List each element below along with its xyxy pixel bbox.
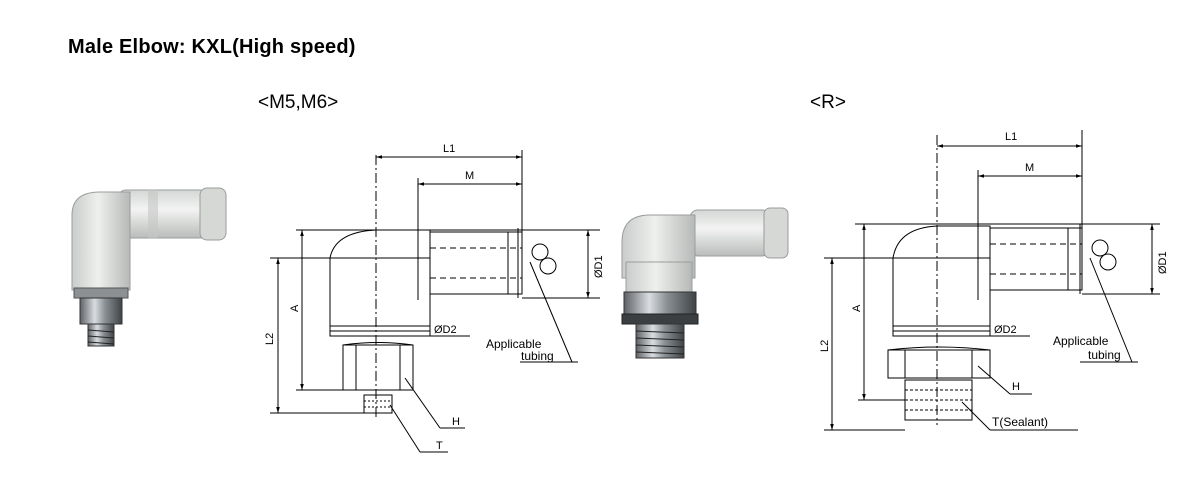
dim-L1: L1 bbox=[1005, 131, 1017, 143]
dim-D2: ØD2 bbox=[994, 324, 1017, 336]
callout-tubing-line1: Applicable bbox=[486, 337, 542, 351]
dim-H: H bbox=[452, 416, 460, 428]
dimension-labels-r: L1 M ØD1 A L2 ØD2 Applicable tubing H T(… bbox=[819, 131, 1169, 429]
technical-drawing-r bbox=[824, 130, 1160, 431]
variant-label-m5m6: <M5,M6> bbox=[258, 92, 339, 113]
dim-H: H bbox=[1012, 381, 1020, 393]
product-photo-m5m6 bbox=[60, 175, 235, 360]
dim-M: M bbox=[1025, 162, 1034, 174]
dim-D1: ØD1 bbox=[1157, 251, 1169, 274]
dim-L2: L2 bbox=[264, 333, 276, 345]
callout-tubing-line2: tubing bbox=[521, 349, 554, 363]
page-title: Male Elbow: KXL(High speed) bbox=[68, 36, 356, 58]
dim-A: A bbox=[289, 304, 301, 312]
technical-drawing-m5m6 bbox=[270, 150, 600, 453]
dim-A: A bbox=[851, 304, 863, 312]
dim-L1: L1 bbox=[443, 143, 455, 155]
dim-T: T(Sealant) bbox=[992, 415, 1048, 429]
dim-D2: ØD2 bbox=[434, 324, 457, 336]
dim-L2: L2 bbox=[819, 340, 831, 352]
dim-D1: ØD1 bbox=[593, 255, 605, 278]
variant-label-r: <R> bbox=[810, 92, 846, 113]
callout-tubing-line2: tubing bbox=[1088, 348, 1121, 362]
dim-T: T bbox=[436, 440, 443, 452]
callout-tubing-line1: Applicable bbox=[1053, 334, 1109, 348]
product-photo-r bbox=[620, 190, 795, 375]
dimension-labels-m5m6: L1 M ØD1 A L2 ØD2 Applicable tubing H T bbox=[264, 143, 605, 452]
dim-M: M bbox=[465, 170, 474, 182]
